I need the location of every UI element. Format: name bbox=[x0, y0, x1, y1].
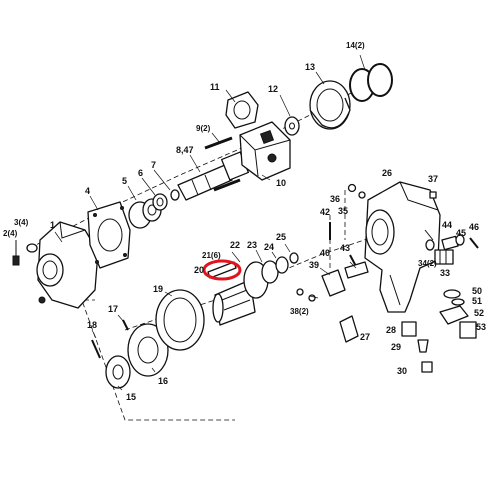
part-27-trigger bbox=[339, 315, 359, 343]
label-45: 45 bbox=[456, 228, 466, 238]
part-29-valve-stem bbox=[417, 339, 429, 353]
part-12-washer bbox=[284, 116, 300, 136]
part-37-plug bbox=[429, 191, 437, 199]
label-10: 10 bbox=[276, 178, 286, 188]
part-51-washer bbox=[451, 298, 465, 306]
part-52-plate bbox=[439, 305, 469, 325]
label-3: 3(4) bbox=[14, 218, 29, 227]
part-1-front-housing bbox=[36, 221, 99, 309]
label-27: 27 bbox=[360, 332, 370, 342]
part-24-ring bbox=[275, 256, 289, 274]
label-6: 6 bbox=[138, 168, 143, 178]
part-21-vanes bbox=[207, 261, 237, 279]
label-28: 28 bbox=[386, 325, 396, 335]
part-18-pin bbox=[91, 339, 101, 359]
label-15: 15 bbox=[126, 392, 136, 402]
part-38-screws bbox=[296, 288, 316, 302]
part-39-deflector bbox=[321, 269, 346, 297]
part-14-seal-rings bbox=[349, 63, 393, 102]
label-46: 46 bbox=[469, 222, 479, 232]
part-2-bolt bbox=[12, 240, 20, 266]
part-35-plug bbox=[358, 191, 366, 199]
part-23-bearing bbox=[261, 260, 279, 284]
label-24: 24 bbox=[264, 242, 274, 252]
label-36: 36 bbox=[330, 194, 340, 204]
part-9-pins bbox=[204, 136, 241, 192]
part-46-pin bbox=[469, 237, 479, 249]
part-4-gasket bbox=[87, 201, 131, 269]
part-33-inlet-bushing bbox=[434, 249, 454, 265]
label-12: 12 bbox=[268, 84, 278, 94]
part-15-bearing bbox=[105, 355, 131, 389]
label-52: 52 bbox=[474, 308, 484, 318]
part-3-washer bbox=[26, 243, 38, 253]
label-34: 34(2) bbox=[418, 259, 437, 268]
part-25-seal bbox=[289, 252, 299, 264]
label-39: 39 bbox=[309, 260, 319, 270]
leader-lines bbox=[54, 54, 366, 391]
label-9: 9(2) bbox=[196, 124, 211, 133]
label-37: 37 bbox=[428, 174, 438, 184]
label-4: 4 bbox=[85, 186, 90, 196]
label-18: 18 bbox=[87, 320, 97, 330]
label-19: 19 bbox=[153, 284, 163, 294]
part-26-main-housing bbox=[364, 181, 441, 313]
part-20-highlight-ring bbox=[202, 259, 242, 281]
label-11: 11 bbox=[210, 82, 220, 92]
label-51: 51 bbox=[472, 296, 482, 306]
label-40: 40 bbox=[320, 248, 330, 258]
label-29: 29 bbox=[391, 342, 401, 352]
part-16-end-plate bbox=[127, 323, 169, 377]
label-14: 14(2) bbox=[346, 41, 365, 50]
part-28-valve-bushing bbox=[401, 321, 417, 337]
part-36-screw bbox=[347, 183, 357, 193]
label-8: 8,47 bbox=[176, 145, 194, 155]
label-22: 22 bbox=[230, 240, 240, 250]
part-45-spring bbox=[455, 234, 465, 246]
label-5: 5 bbox=[122, 176, 127, 186]
part-50-ring bbox=[443, 289, 461, 299]
label-53: 53 bbox=[476, 322, 486, 332]
label-23: 23 bbox=[247, 240, 257, 250]
part-6-ring bbox=[152, 193, 168, 211]
label-38: 38(2) bbox=[290, 307, 309, 316]
label-7: 7 bbox=[151, 160, 156, 170]
label-13: 13 bbox=[305, 62, 315, 72]
label-20: 20 bbox=[194, 265, 204, 275]
part-20-rotor bbox=[212, 279, 256, 326]
label-43: 43 bbox=[340, 243, 350, 253]
part-8-anvil-shaft bbox=[177, 151, 250, 201]
label-25: 25 bbox=[276, 232, 286, 242]
part-30-plug bbox=[421, 361, 433, 373]
label-30: 30 bbox=[397, 366, 407, 376]
label-17: 17 bbox=[108, 304, 118, 314]
part-11-hammer-dog bbox=[225, 91, 259, 129]
label-21: 21(6) bbox=[202, 251, 221, 260]
part-19-cylinder bbox=[155, 289, 205, 351]
label-2: 2(4) bbox=[3, 229, 18, 238]
label-16: 16 bbox=[158, 376, 168, 386]
label-33: 33 bbox=[440, 268, 450, 278]
part-10-hammer-cage bbox=[239, 121, 291, 181]
label-26: 26 bbox=[382, 168, 392, 178]
part-7-o-ring bbox=[170, 189, 180, 201]
part-13-front-cap bbox=[309, 80, 351, 130]
part-34-o-ring bbox=[425, 239, 435, 251]
label-42: 42 bbox=[320, 207, 330, 217]
part-40-lever bbox=[344, 261, 369, 279]
label-1: 1 bbox=[50, 220, 55, 230]
part-53-knob bbox=[459, 321, 477, 339]
part-5-bushing bbox=[128, 198, 162, 229]
label-44: 44 bbox=[442, 220, 452, 230]
label-50: 50 bbox=[472, 286, 482, 296]
part-labels: 1 2(4) 3(4) 4 5 6 7 8,47 9(2) 10 11 12 1… bbox=[3, 41, 486, 402]
label-35: 35 bbox=[338, 206, 348, 216]
